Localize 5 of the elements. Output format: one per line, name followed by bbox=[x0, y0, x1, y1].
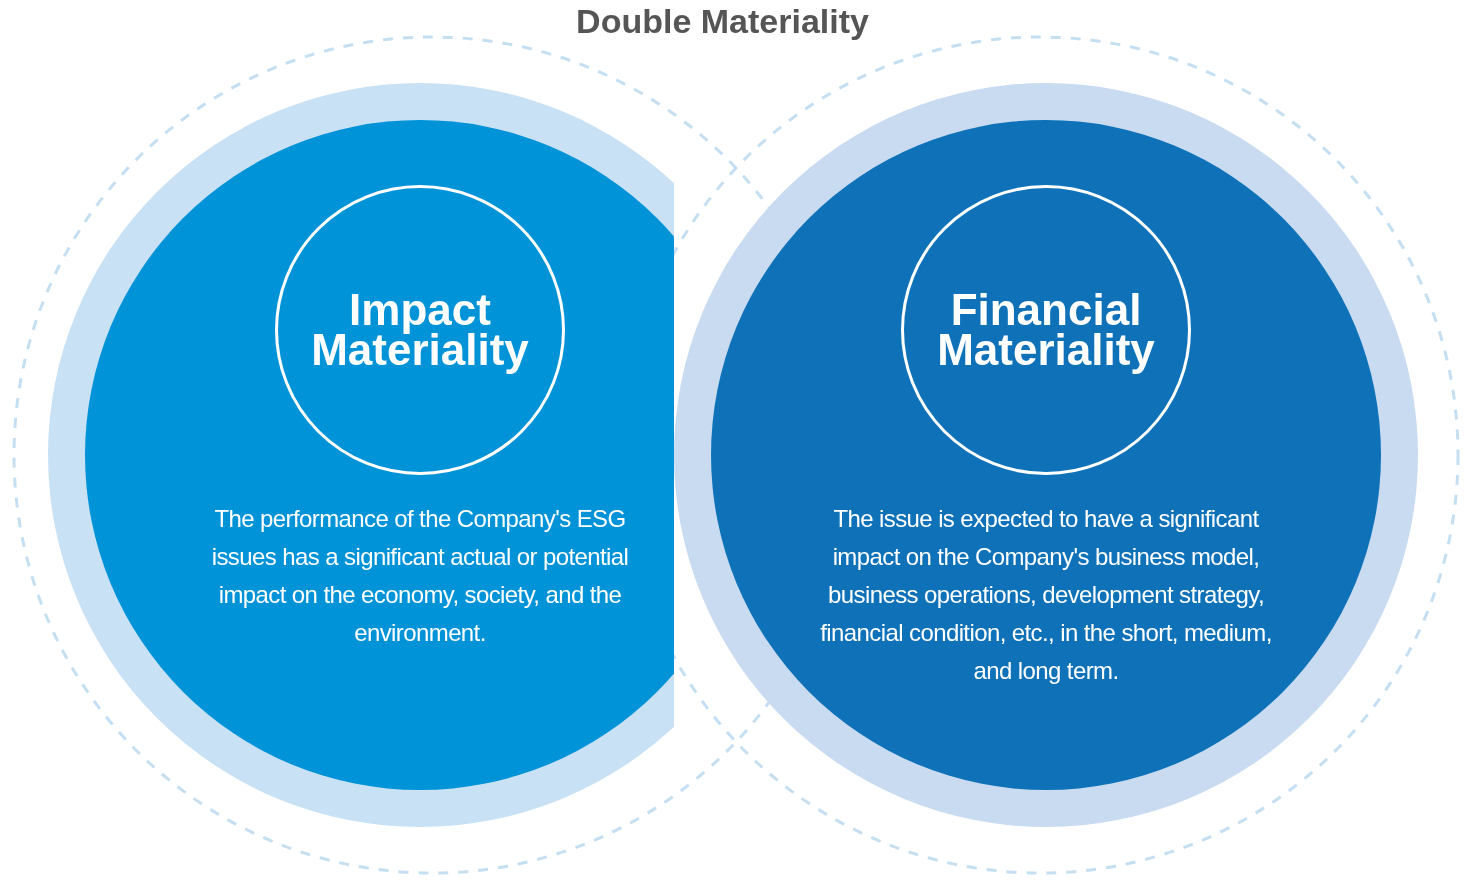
title-circle bbox=[275, 185, 565, 475]
title-circle bbox=[901, 185, 1191, 475]
description-text: The performance of the Company's ESG issues has a significant actual or potential impact on the economy, society, and the environment. bbox=[210, 504, 630, 648]
diagram-title: Double Materiality bbox=[575, 2, 870, 41]
description-text: The issue is expected to have a significant impact on the Company's business model, business operations, development strategy, financial condition, etc., in the short, medium, and long term. bbox=[819, 504, 1273, 686]
